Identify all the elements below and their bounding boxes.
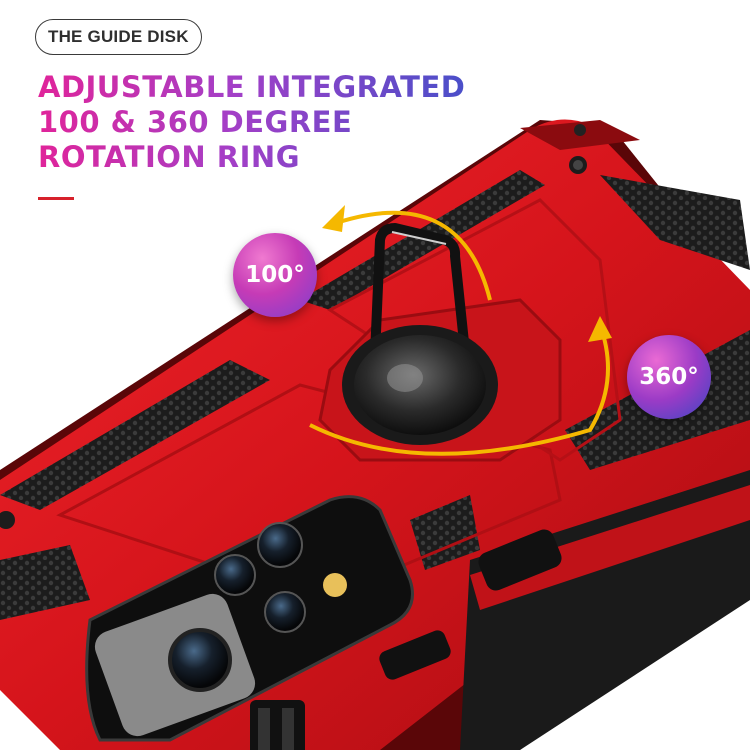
headline-line-2: 100 & 360 DEGREE	[38, 105, 465, 140]
headline: ADJUSTABLE INTEGRATED 100 & 360 DEGREE R…	[38, 70, 465, 175]
headline-line-1: ADJUSTABLE INTEGRATED	[38, 70, 466, 104]
accent-underline	[38, 197, 74, 200]
guide-disk-label: THE GUIDE DISK	[35, 19, 202, 55]
badge-100-degree: 100°	[233, 233, 317, 317]
badge-360-degree: 360°	[627, 335, 711, 419]
headline-line-3: ROTATION RING	[38, 140, 465, 175]
